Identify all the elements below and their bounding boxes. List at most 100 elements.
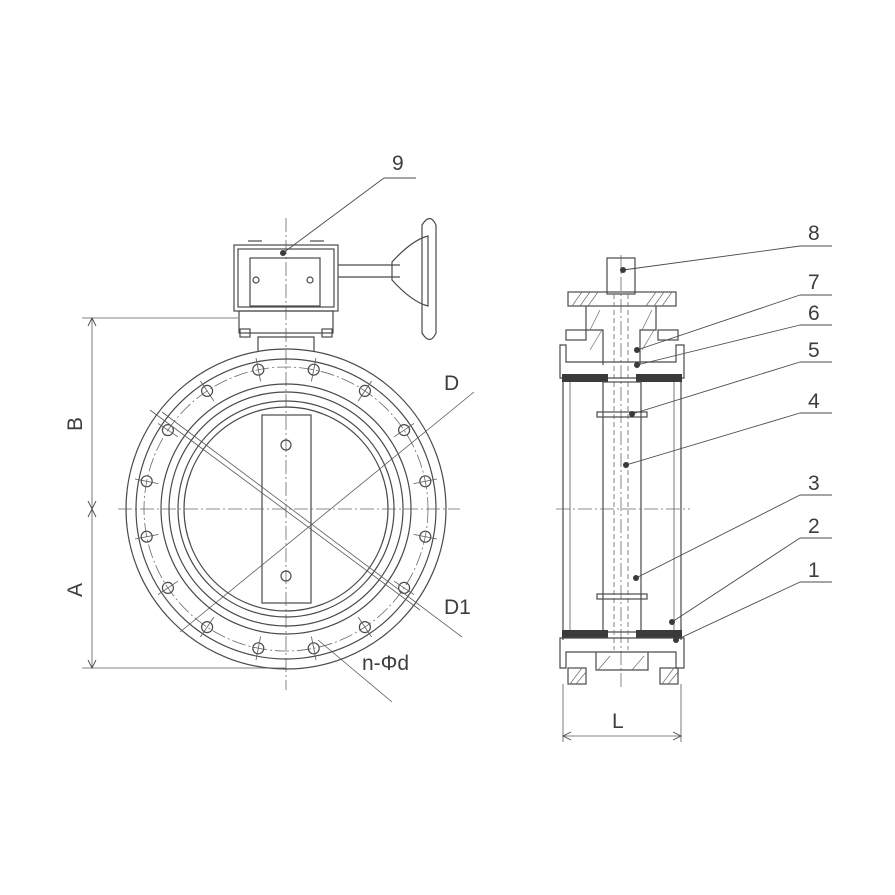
label-8: 8 — [808, 222, 820, 245]
bolt-tick — [393, 423, 415, 438]
stem-top — [606, 257, 636, 295]
bottom-lug-left — [567, 667, 587, 685]
cover-bolt-2 — [306, 276, 314, 284]
bolt-hole — [161, 424, 174, 437]
bolt-hole — [201, 620, 214, 634]
bolt-hole — [140, 530, 153, 543]
gearbox-cover-plate — [249, 257, 321, 307]
leader-4-dot — [623, 462, 629, 468]
dim-a-label: A — [64, 583, 87, 597]
dim-d-label: D — [444, 372, 459, 395]
bolt-tick — [134, 478, 159, 484]
leader-8-dot — [620, 267, 626, 273]
leader-9 — [282, 177, 385, 254]
front-view — [82, 217, 475, 703]
label-6: 6 — [808, 302, 820, 325]
bolt-hole — [140, 475, 153, 488]
bolt-tick — [134, 534, 159, 540]
bolt-tick — [357, 380, 372, 402]
bolt-tick — [393, 580, 415, 595]
top-flange-hatch — [571, 291, 673, 307]
bottom-seal-right — [636, 630, 682, 638]
handwheel-icon[interactable] — [421, 217, 437, 341]
label-7: 7 — [808, 271, 820, 294]
bolt-tick — [200, 380, 215, 402]
dim-b-label: B — [64, 417, 87, 431]
top-seal-right — [636, 374, 682, 382]
top-lug-right — [657, 329, 679, 341]
bushing-bottom — [596, 593, 648, 600]
gearbox-mount-plate — [238, 310, 334, 334]
disc-pin-bottom — [280, 570, 292, 582]
label-4: 4 — [808, 390, 820, 413]
top-seal-left — [562, 374, 608, 382]
shaft-tube — [602, 381, 642, 633]
disc-stem-plate — [261, 414, 312, 604]
disc-circle — [183, 406, 389, 612]
mount-bolt-left — [239, 328, 251, 338]
bottom-seal-left — [562, 630, 608, 638]
body-outer-circle — [160, 383, 412, 635]
bolt-tick — [255, 636, 261, 661]
bolt-hole — [161, 581, 174, 595]
bolt-tick — [311, 357, 317, 382]
label-9: 9 — [392, 152, 404, 175]
bolt-tick — [255, 357, 261, 382]
bolt-hole — [307, 642, 320, 655]
bolt-hole — [252, 363, 265, 376]
bolt-tick — [413, 478, 438, 484]
label-3: 3 — [808, 472, 820, 495]
bolt-hole — [201, 384, 214, 397]
bolt-tick — [157, 580, 179, 595]
leader-1-dot — [673, 637, 679, 643]
mount-bolt-right — [321, 328, 333, 338]
seat-circle — [177, 400, 395, 618]
bottom-hatch — [569, 655, 679, 685]
d-leader-line — [179, 391, 475, 633]
bolt-holes — [140, 363, 432, 655]
top-body-rim — [559, 344, 685, 379]
bolt-hole — [252, 642, 265, 655]
bolt-tick — [157, 423, 179, 438]
bottom-boss — [595, 652, 649, 671]
bolt-tick — [311, 636, 317, 661]
bolt-hole — [398, 424, 411, 437]
bottom-lug-right — [659, 667, 679, 685]
handwheel-hub — [391, 235, 429, 307]
gearbox-inner-outline — [237, 248, 335, 308]
disc-pin-top — [280, 439, 292, 451]
bolt-tick — [357, 616, 372, 638]
bushing-top — [596, 411, 648, 418]
bolt-tick — [413, 534, 438, 540]
top-neck — [585, 306, 657, 365]
part-leaders — [620, 245, 832, 643]
diagonal-line-1 — [149, 409, 421, 611]
leader-3-dot — [633, 575, 639, 581]
cover-bolt-1 — [252, 276, 260, 284]
label-2: 2 — [808, 515, 820, 538]
bottom-body-rim — [559, 637, 685, 669]
flange-rim-circle — [135, 358, 437, 660]
bolt-hole — [419, 475, 432, 488]
top-lug-left — [565, 329, 587, 341]
body-inner-circle — [168, 391, 404, 627]
bolt-tick-marks — [134, 357, 438, 661]
dim-l-arrows — [561, 731, 683, 741]
bolt-hole — [358, 384, 371, 397]
flange-outer-circle — [125, 348, 447, 670]
dim-holes-label: n-Φd — [362, 652, 409, 675]
body-neck — [257, 336, 315, 352]
leader-6-dot — [634, 362, 640, 368]
holes-leader-line — [317, 639, 393, 703]
leader-5-dot — [629, 411, 635, 417]
dim-d1-label: D1 — [444, 596, 471, 619]
leader-9-dot — [280, 250, 286, 256]
bolt-hole — [419, 530, 432, 543]
top-mounting-flange — [567, 291, 677, 307]
side-view — [556, 255, 690, 742]
dim-arrows — [87, 316, 97, 670]
leader-7-dot — [634, 347, 640, 353]
label-5: 5 — [808, 339, 820, 362]
bolt-hole — [358, 620, 371, 634]
dim-l-label: L — [612, 710, 624, 733]
